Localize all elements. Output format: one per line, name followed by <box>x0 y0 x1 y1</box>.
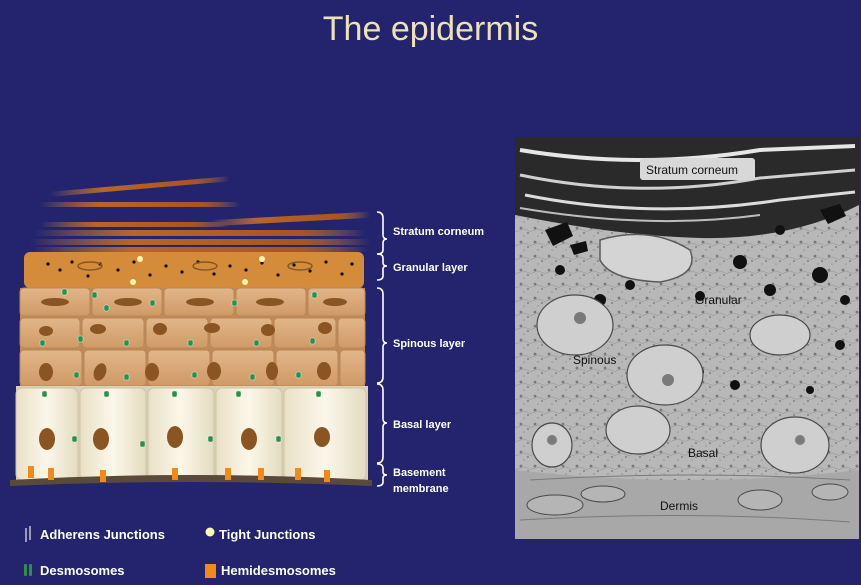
layer-brackets <box>377 212 387 486</box>
label-basal-layer: Basal layer <box>393 419 452 431</box>
hemidesmosome-icon <box>205 564 216 578</box>
legend-hemidesmosomes: Hemidesmosomes <box>221 563 336 578</box>
label-spinous-layer: Spinous layer <box>393 338 466 350</box>
spinous-layer-illustration <box>20 288 365 386</box>
micro-label-basal: Basal <box>688 446 718 460</box>
label-stratum-corneum: Stratum corneum <box>393 226 484 238</box>
micro-label-stratum-corneum: Stratum corneum <box>646 163 738 177</box>
micro-label-spinous: Spinous <box>573 353 616 367</box>
label-granular-layer: Granular layer <box>393 262 468 274</box>
stratum-corneum-illustration <box>30 176 370 252</box>
electron-micrograph <box>515 137 859 539</box>
desmosome-icon <box>24 564 32 576</box>
granular-layer-illustration <box>24 252 364 288</box>
legend: Adherens Junctions Tight Junctions Desmo… <box>24 526 336 578</box>
tight-junction-icon <box>206 528 215 537</box>
adherens-junction-icon <box>26 526 30 542</box>
legend-adherens: Adherens Junctions <box>40 527 165 542</box>
micro-label-granular: Granular <box>695 293 742 307</box>
legend-desmosomes: Desmosomes <box>40 563 125 578</box>
micro-label-dermis: Dermis <box>660 499 698 513</box>
basal-layer-illustration <box>10 386 372 486</box>
label-basement-line1: Basement <box>393 467 446 479</box>
label-basement-line2: membrane <box>393 483 449 495</box>
legend-tight: Tight Junctions <box>219 527 316 542</box>
